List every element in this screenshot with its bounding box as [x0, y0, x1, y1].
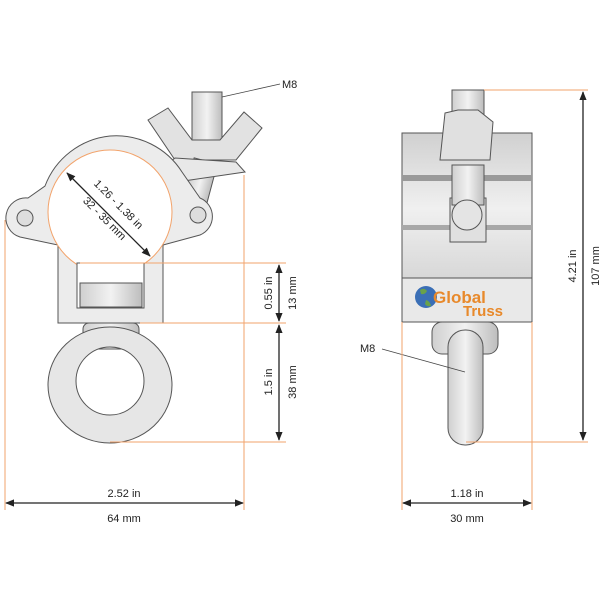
- side-height-mm: 107 mm: [590, 246, 600, 286]
- side-m8-label: M8: [360, 343, 375, 355]
- eye-height-in: 1.5 in: [263, 369, 275, 396]
- front-width-in: 2.52 in: [107, 488, 140, 500]
- front-view-clamp: [5, 91, 263, 444]
- eye-height-mm: 38 mm: [287, 365, 299, 399]
- hinge-left: [16, 209, 34, 227]
- front-dimension-guides: [4, 175, 286, 510]
- bolt-thread: [191, 91, 223, 148]
- logo-text-truss: Truss: [463, 303, 503, 320]
- side-height-in: 4.21 in: [567, 249, 579, 282]
- side-bolt-ball: [451, 199, 483, 231]
- side-wing-nut: [439, 109, 494, 161]
- side-m8-leader: [381, 348, 466, 373]
- global-truss-logo: Global Truss: [415, 286, 503, 320]
- front-m8-leader: [221, 83, 281, 98]
- side-bolt-shaft: [451, 164, 485, 206]
- clamp-nut: [79, 282, 143, 308]
- body-height-mm: 13 mm: [287, 276, 299, 310]
- tube-opening: [47, 149, 173, 275]
- front-m8-label: M8: [282, 79, 297, 91]
- hinge-right: [189, 206, 207, 224]
- body-height-in: 0.55 in: [263, 276, 275, 309]
- side-width-mm: 30 mm: [450, 513, 484, 525]
- side-dimension-guides: [401, 89, 588, 510]
- side-eye-ring: [447, 329, 484, 446]
- tube-diameter-arrow: [66, 172, 151, 257]
- front-width-mm: 64 mm: [107, 513, 141, 525]
- front-dimension-arrows: [5, 172, 283, 507]
- side-dimension-arrows: [402, 91, 587, 507]
- side-view-clamp: [401, 89, 533, 446]
- side-width-in: 1.18 in: [450, 488, 483, 500]
- logo-text-global: Global: [433, 288, 486, 307]
- eye-ring: [47, 326, 173, 444]
